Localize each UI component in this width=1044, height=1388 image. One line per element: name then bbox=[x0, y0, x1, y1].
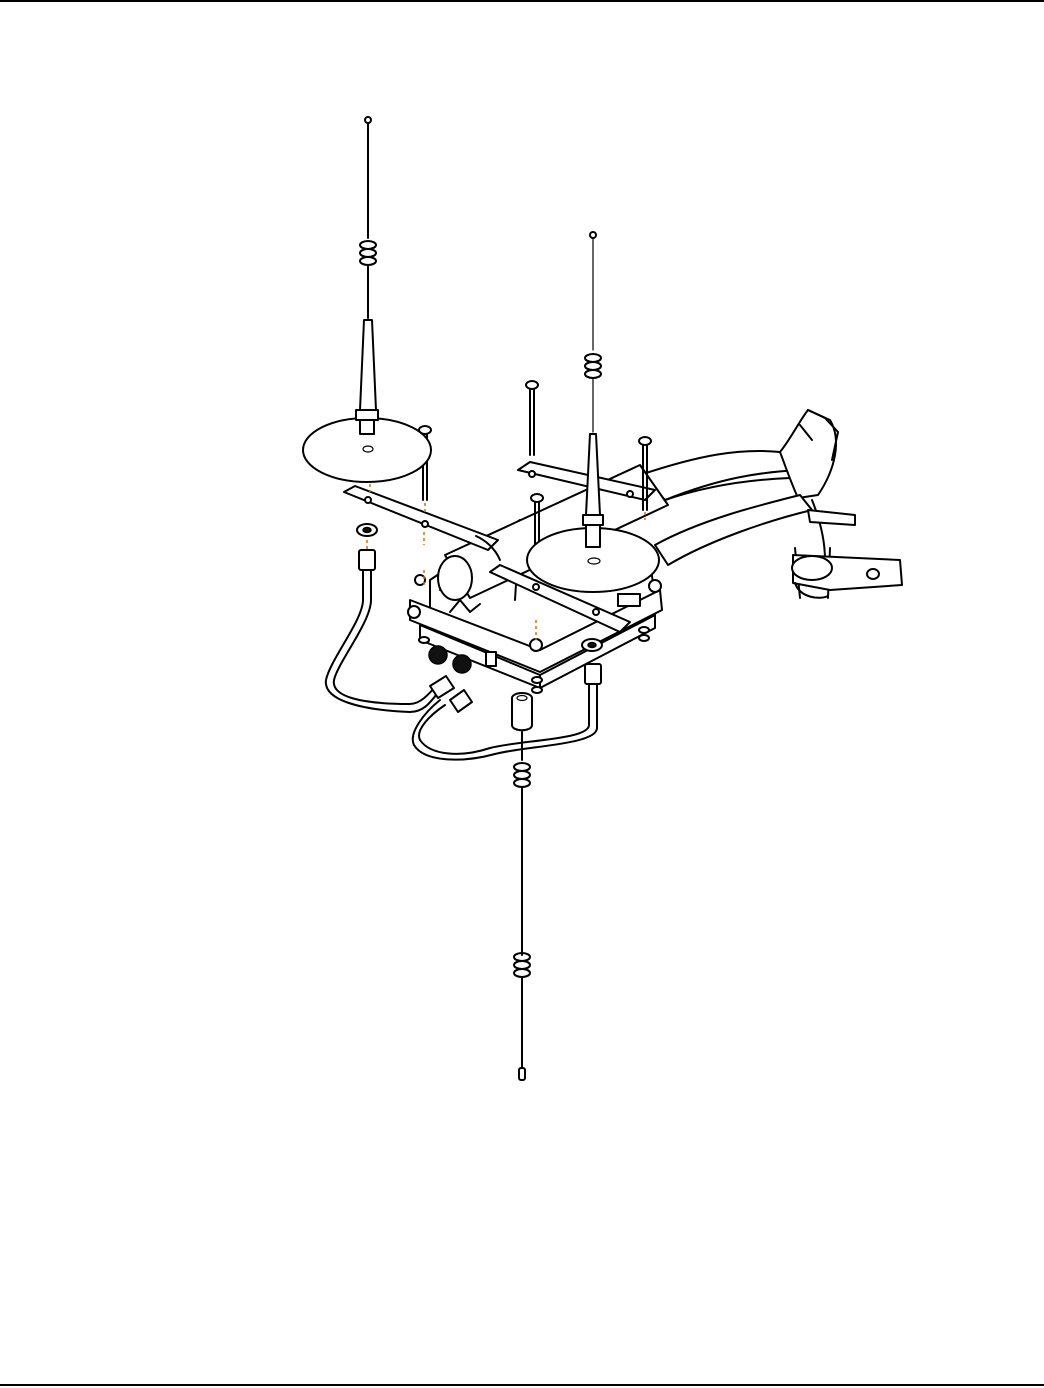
nut-washer bbox=[357, 524, 377, 536]
nut-washer bbox=[582, 639, 602, 651]
antenna-whip-center bbox=[583, 232, 603, 547]
antenna-whip-bottom bbox=[514, 732, 530, 1080]
bolt bbox=[526, 381, 538, 455]
antenna-whip-left bbox=[356, 117, 378, 434]
bottom-rule bbox=[0, 1384, 1044, 1386]
connector-sleeve bbox=[512, 693, 532, 730]
pole-clamp bbox=[792, 555, 902, 598]
